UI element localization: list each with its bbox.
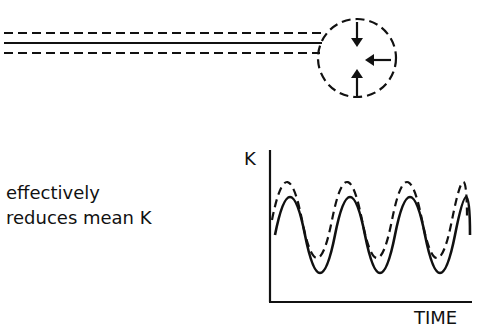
note-text: effectively reduces mean K: [6, 180, 174, 230]
axon-core: [4, 42, 322, 44]
arrow-shaft: [372, 59, 391, 61]
y-axis: [269, 150, 271, 302]
arrow-head: [351, 69, 363, 78]
axis-label: K: [244, 146, 268, 171]
dashed-wave: [272, 182, 467, 258]
x-axis: [269, 301, 472, 303]
arrow-head: [365, 54, 374, 66]
axon-membrane: [4, 32, 322, 34]
axis-label: TIME: [414, 305, 484, 330]
cell-body: [318, 19, 396, 97]
axon-membrane: [4, 52, 320, 54]
arrow-shaft: [356, 76, 358, 96]
arrow-shaft: [356, 22, 358, 40]
arrow-head: [351, 38, 363, 47]
solid-wave: [275, 197, 470, 273]
